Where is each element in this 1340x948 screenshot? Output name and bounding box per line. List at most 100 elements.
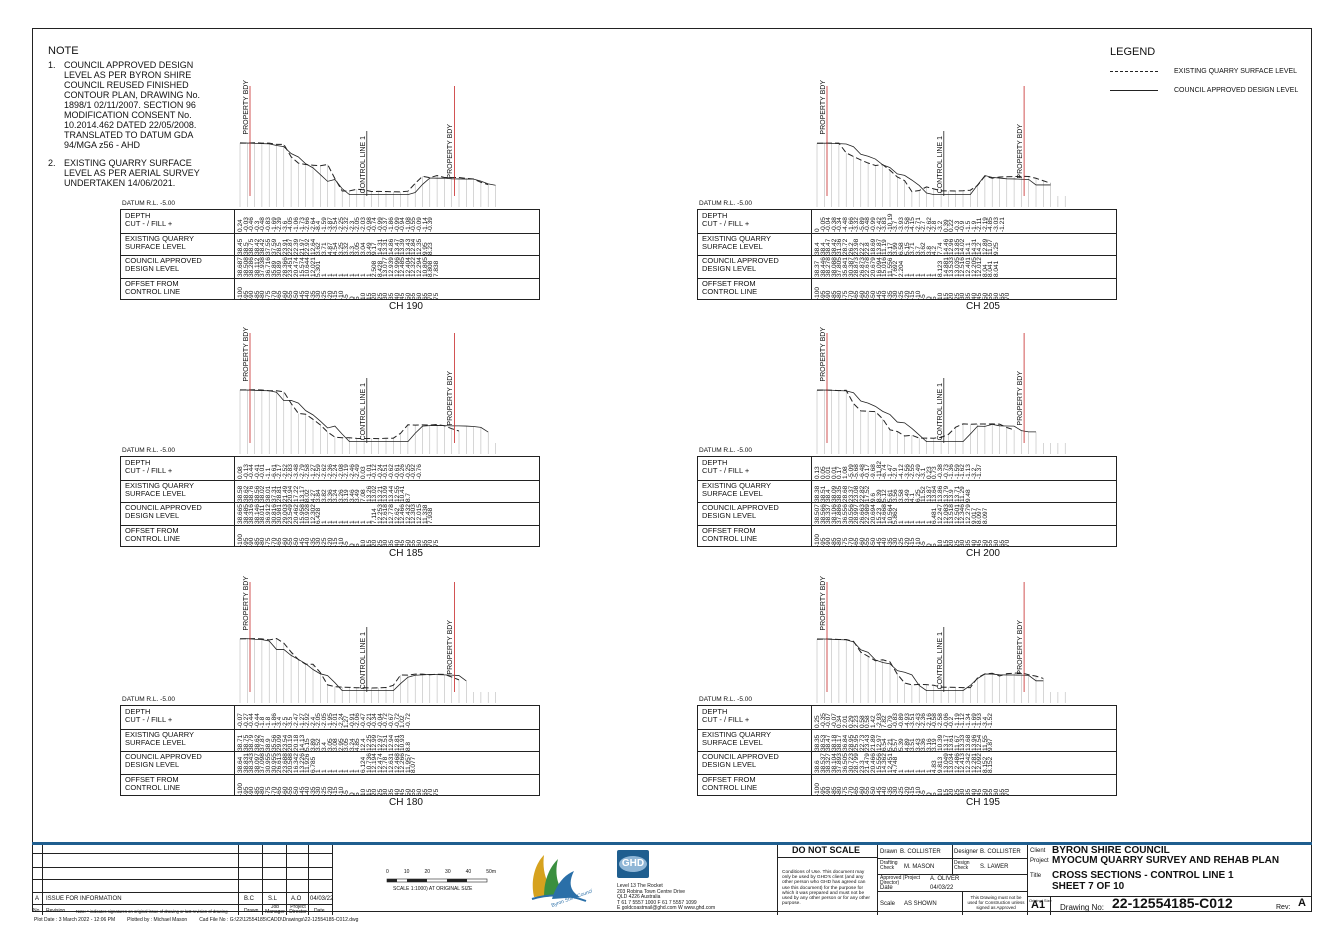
table-cell: -65: [277, 786, 283, 796]
plot-by: Plotted by : Michael Mason: [127, 917, 188, 923]
scale-tick: 10: [403, 869, 410, 875]
drawing-sheet: [32, 28, 1312, 912]
scale-tick: 40: [465, 869, 472, 875]
table-cell: 8.808: [428, 260, 434, 277]
cad-file: Cad File No : G:\22\12554185\CADD\Drawin…: [199, 917, 359, 923]
table-cell: 21.89: [870, 734, 877, 751]
table-cell: 60: [994, 292, 1000, 300]
table-cell: 13.86: [938, 485, 944, 502]
table-cell: 9.6: [870, 492, 877, 502]
section-profile: [816, 582, 1066, 703]
table-cell: -1.37: [977, 464, 983, 479]
table-cell: 14.2: [977, 241, 983, 255]
table-cell: -25: [321, 537, 328, 547]
legend-approved: COUNCIL APPROVED DESIGN LEVEL: [1110, 81, 1298, 100]
table-cell: 8.123: [938, 260, 944, 277]
date-value: 04/03/22: [930, 885, 954, 891]
table-cell: 35: [966, 539, 972, 547]
table-cell: 70: [1005, 292, 1011, 300]
table-cell: 20: [372, 788, 378, 796]
table-cell: -0.44: [249, 713, 255, 728]
table-cell: 30.89: [277, 260, 283, 277]
original-size: A1: [1031, 899, 1046, 911]
table-cell: 12.54: [977, 734, 983, 751]
table-cell: -75: [265, 537, 272, 547]
table-cell: 38.327: [826, 753, 832, 773]
table-cell: 36.912: [265, 504, 272, 524]
table-cell: 38.64: [238, 756, 244, 773]
table-cell: -0.76: [417, 464, 423, 479]
table-cell: 6.54: [882, 737, 888, 751]
table-cell: 38.6: [815, 760, 821, 773]
table-cell: 23.98: [854, 238, 860, 255]
datum-label: DATUM R.L. -5.00: [122, 447, 175, 454]
hdr-revision: Revision: [46, 908, 66, 914]
property-bdy-label: PROPERTY BDY: [1017, 371, 1025, 426]
approved-design-line: [239, 389, 489, 443]
table-cell: -40: [305, 786, 311, 796]
table-cell: 8.23: [428, 241, 434, 255]
table-cell: 38.687: [238, 257, 244, 277]
table-cell: 10.93: [400, 734, 406, 751]
table-cell: -100: [815, 533, 821, 547]
sheet-number: SHEET 7 OF 10: [1052, 881, 1125, 892]
control-line-label: CONTROL LINE 1: [936, 632, 944, 690]
project-label: Project: [1030, 858, 1049, 864]
drawn-label: Drawn: [880, 849, 898, 855]
table-cell: -1.8: [265, 716, 272, 728]
table-cell: 7.82: [882, 715, 888, 728]
table-cell: -15: [333, 537, 339, 547]
table-cell: -25: [898, 290, 905, 300]
address-line: T 61 7 5557 1000 F 61 7 5557 1099: [617, 899, 697, 906]
table-cell: 7.838: [433, 260, 440, 277]
table-cell: 28.72: [842, 238, 849, 255]
table-cell: 35: [389, 292, 395, 300]
table-cell: 13.034: [949, 753, 955, 773]
table-cell: 38.37: [815, 260, 821, 277]
table-cell: 9.17: [372, 241, 378, 255]
table-cell: 20.679: [870, 257, 877, 277]
property-bdy-label: PROPERTY BDY: [243, 80, 250, 135]
table-cell: 45: [400, 788, 406, 796]
table-cell: 8.152: [988, 756, 994, 773]
solid-line-symbol: [1110, 90, 1158, 91]
construction-note: This Drawing must not be used for Constr…: [967, 895, 1025, 910]
drafting-check: M. MASON: [904, 864, 935, 870]
table-cell: -2.47: [293, 713, 300, 728]
scale-tick: 0: [386, 869, 389, 875]
original-size-label: Original Size: [1029, 898, 1052, 903]
table-cell: 36.556: [842, 504, 849, 524]
table-cell: -50: [293, 786, 300, 796]
table-cell: 20.474: [293, 257, 300, 277]
control-line-label: CONTROL LINE 1: [359, 632, 367, 690]
table-cell: 12.401: [966, 257, 972, 277]
datum-label: DATUM R.L. -5.00: [699, 200, 752, 207]
table-cell: 36.716: [265, 257, 272, 277]
table-cell: 18.69: [870, 238, 877, 255]
table-cell: -4.15: [910, 217, 916, 232]
table-cell: 13.61: [949, 734, 955, 751]
table-cell: -2.39: [277, 217, 283, 232]
table-cell: 20: [949, 788, 955, 796]
table-cell: 2.01: [842, 715, 849, 728]
table-cell: -2.01: [333, 713, 339, 728]
designer: B. COLLISTER: [980, 849, 1021, 855]
notes-block: NOTE 1. COUNCIL APPROVED DESIGN LEVEL AS…: [48, 46, 298, 196]
table-cell: -0.83: [265, 217, 272, 232]
revision-letter: A: [35, 896, 40, 902]
table-cell: -0.07: [238, 713, 244, 728]
table-cell: -15: [910, 290, 916, 300]
property-bdy-label: PROPERTY BDY: [1017, 124, 1025, 179]
datum-label: DATUM R.L. -5.00: [699, 447, 752, 454]
table-cell: 38.38: [815, 485, 821, 502]
legend-title: LEGEND: [1110, 46, 1156, 58]
table-cell: -2.24: [333, 464, 339, 479]
drawing-number: 22-12554185-C012: [1112, 895, 1233, 911]
